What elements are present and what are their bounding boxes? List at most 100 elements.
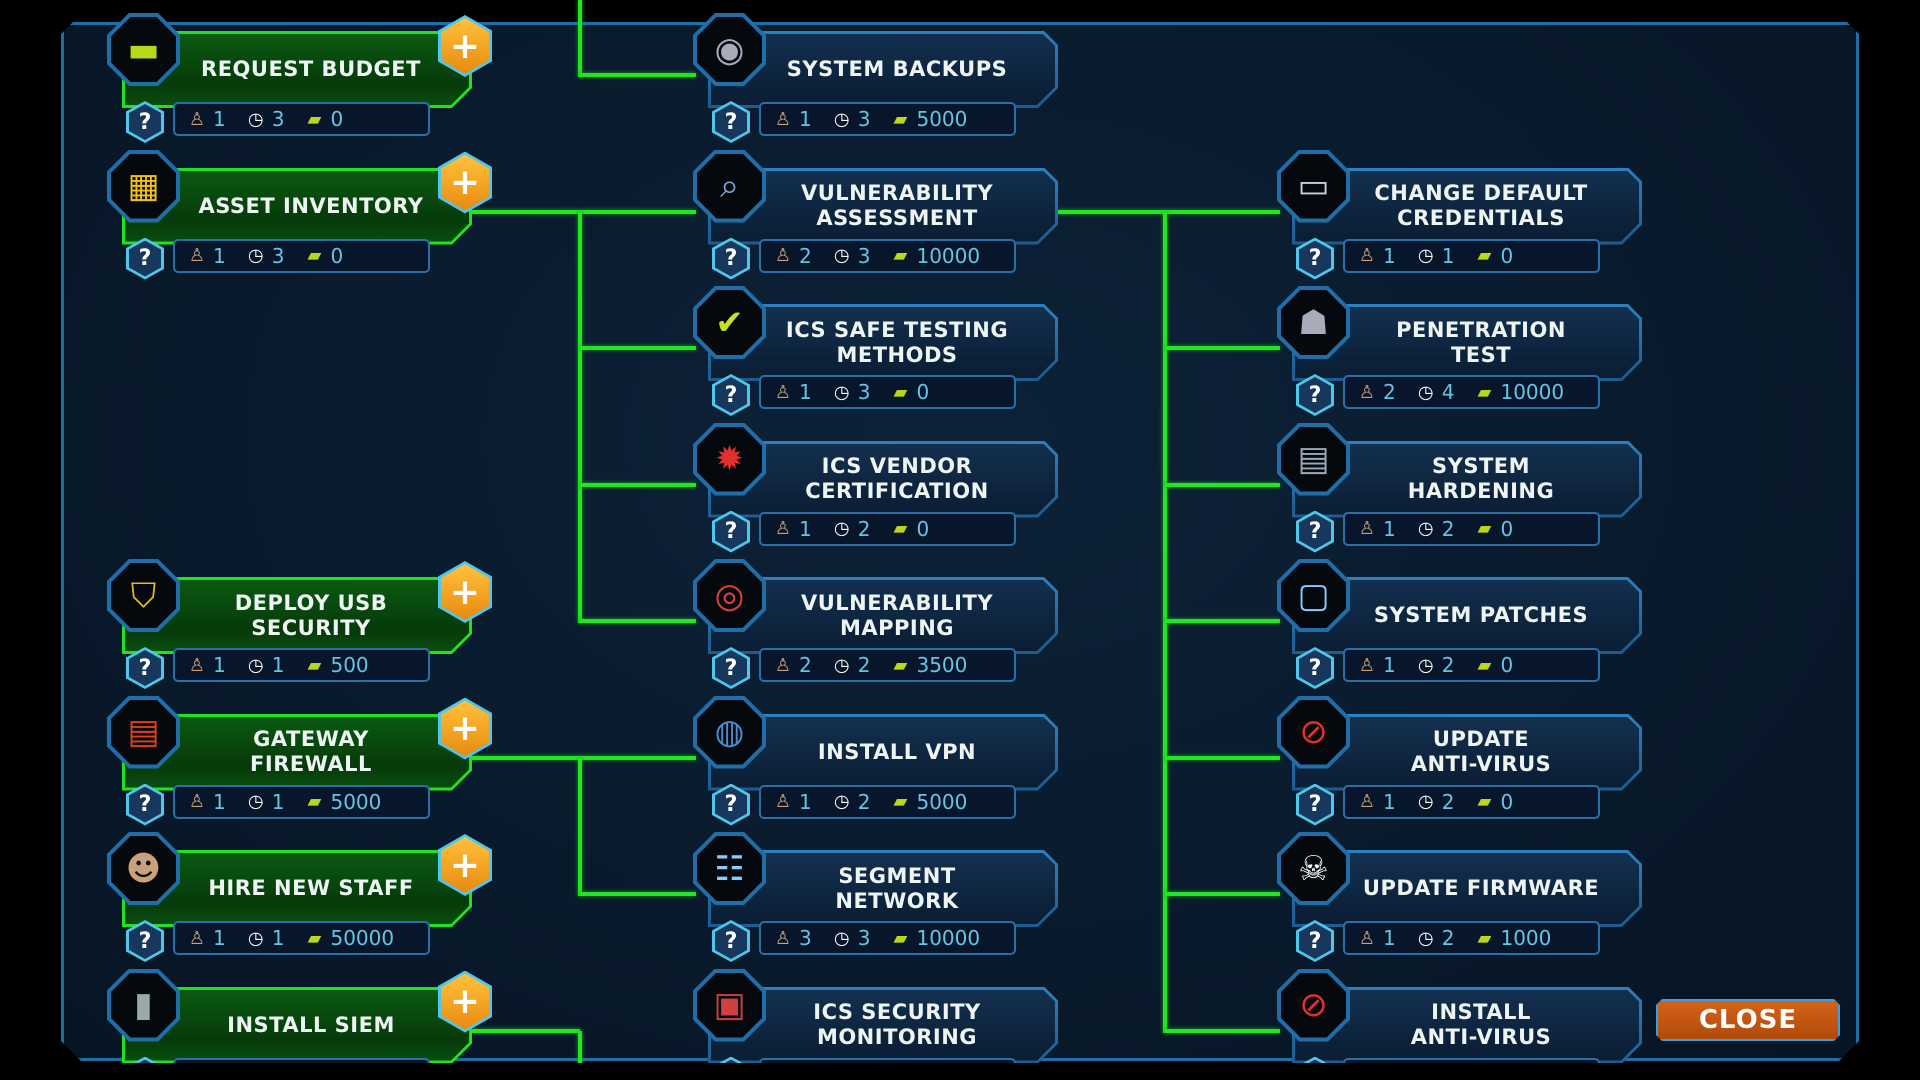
task-card-body [1292, 168, 1642, 245]
help-button[interactable]: ? [126, 1056, 164, 1063]
question-icon: ? [715, 650, 747, 686]
usb-shield-icon: ⛉ [107, 559, 180, 632]
person-icon: ♙ [1358, 654, 1376, 676]
clock-icon: ◷ [833, 927, 850, 949]
task-card-asset-inventory[interactable]: ASSET INVENTORY ▦+? ♙1 ◷3 ▰0 [107, 149, 497, 280]
task-stats: ♙1 ◷1 ▰500 [173, 648, 430, 682]
question-icon: ? [715, 786, 747, 823]
gear-check-icon: ✹ [693, 422, 766, 496]
question-icon: ? [715, 513, 747, 550]
task-title-line: HARDENING [1407, 479, 1555, 503]
question-icon: ? [1299, 513, 1331, 550]
add-task-button[interactable]: + [438, 15, 492, 77]
help-button[interactable]: ? [1296, 510, 1334, 553]
connector-line [471, 209, 696, 214]
task-stats: ♙1 ◷1 ▰0 [1343, 238, 1600, 273]
question-icon: ? [129, 240, 161, 277]
task-title-line: INSTALL SIEM [227, 1012, 395, 1037]
clock-icon: ◷ [247, 791, 264, 812]
time-count: 3 [857, 243, 871, 268]
help-button[interactable]: ? [1296, 237, 1334, 280]
task-card-body [1292, 441, 1642, 518]
question-icon: ? [1299, 786, 1331, 823]
time-count: 2 [857, 516, 871, 541]
question-icon: ? [715, 240, 747, 277]
task-stats: ♙1 ◷3 ▰5000 [759, 102, 1016, 136]
task-card-request-budget[interactable]: REQUEST BUDGET ▬+? ♙1 ◷3 ▰0 [107, 13, 497, 143]
cost-value: 50000 [330, 926, 395, 950]
help-button[interactable]: ? [1296, 783, 1334, 826]
task-title-line: ICS SECURITY [813, 1000, 981, 1024]
time-count: 1 [271, 789, 285, 814]
task-stats: ♙ ◷ ▰ [759, 1057, 1016, 1063]
task-card-body [122, 577, 472, 654]
connector-line [580, 619, 696, 623]
help-button[interactable]: ? [1296, 1056, 1334, 1063]
time-count: 2 [857, 653, 871, 677]
task-stats: ♙1 ◷2 ▰0 [1343, 511, 1600, 546]
task-card-install-siem[interactable]: INSTALL SIEM ▮+? ♙ ◷ ▰ [107, 968, 497, 1063]
question-icon: ? [129, 923, 161, 959]
people-count: 2 [799, 653, 812, 677]
people-count: 1 [1383, 516, 1396, 541]
person-icon: ♙ [1358, 381, 1376, 403]
cost-value: 500 [330, 653, 369, 677]
connector-line [471, 755, 696, 760]
people-count: 1 [799, 380, 812, 404]
task-title-line: FIREWALL [250, 752, 372, 776]
plus-icon: + [441, 18, 489, 74]
close-button[interactable]: CLOSE [1656, 999, 1840, 1041]
task-card-hire-new-staff[interactable]: HIRE NEW STAFF ☻+? ♙1 ◷1 ▰50000 [107, 832, 497, 962]
task-title-line: INSTALL [1431, 1000, 1531, 1024]
plus-icon: + [441, 973, 489, 1030]
clock-icon: ◷ [247, 108, 264, 130]
question-icon: ? [1299, 240, 1331, 277]
help-button[interactable]: ? [1296, 920, 1334, 962]
task-card-system-backups[interactable]: SYSTEM BACKUPS ◉? ♙1 ◷3 ▰5000 [693, 13, 1083, 143]
help-button[interactable]: ? [1296, 647, 1334, 689]
task-card-update-firmware[interactable]: UPDATE FIRMWARE ☠? ♙1 ◷2 ▰1000 [1277, 832, 1667, 962]
task-card-body [708, 304, 1058, 381]
question-icon: ? [129, 786, 161, 823]
task-card-body [1292, 714, 1642, 791]
target-icon: ◎ [693, 559, 766, 632]
person-icon: ♙ [1358, 791, 1376, 812]
time-count: 3 [271, 107, 285, 131]
task-card-install-vpn[interactable]: INSTALL VPN ◍? ♙1 ◷2 ▰5000 [693, 695, 1083, 826]
globe-shield-icon: ◍ [693, 695, 766, 769]
no-bug-icon: ⊘ [1277, 968, 1350, 1042]
task-card-body [708, 31, 1058, 108]
people-count: 1 [213, 653, 226, 677]
clock-icon: ◷ [1417, 791, 1434, 812]
task-title-line: SYSTEM BACKUPS [786, 57, 1008, 81]
task-title-line: NETWORK [835, 888, 959, 913]
connector-line [578, 211, 582, 623]
task-card-body [1292, 850, 1642, 927]
task-title-line: ANTI-VIRUS [1410, 1025, 1552, 1049]
clock-icon: ◷ [833, 381, 850, 403]
help-button[interactable]: ? [1296, 374, 1334, 416]
task-card-body [708, 850, 1058, 927]
task-card-system-patches[interactable]: SYSTEM PATCHES ▢? ♙1 ◷2 ▰0 [1277, 559, 1667, 689]
help-button[interactable]: ? [712, 1056, 750, 1063]
person-icon: ♙ [188, 791, 206, 812]
task-card-body [1292, 304, 1642, 381]
task-stats: ♙1 ◷2 ▰0 [759, 511, 1016, 546]
task-card-body [122, 168, 472, 245]
cost-value: 10000 [916, 926, 981, 950]
